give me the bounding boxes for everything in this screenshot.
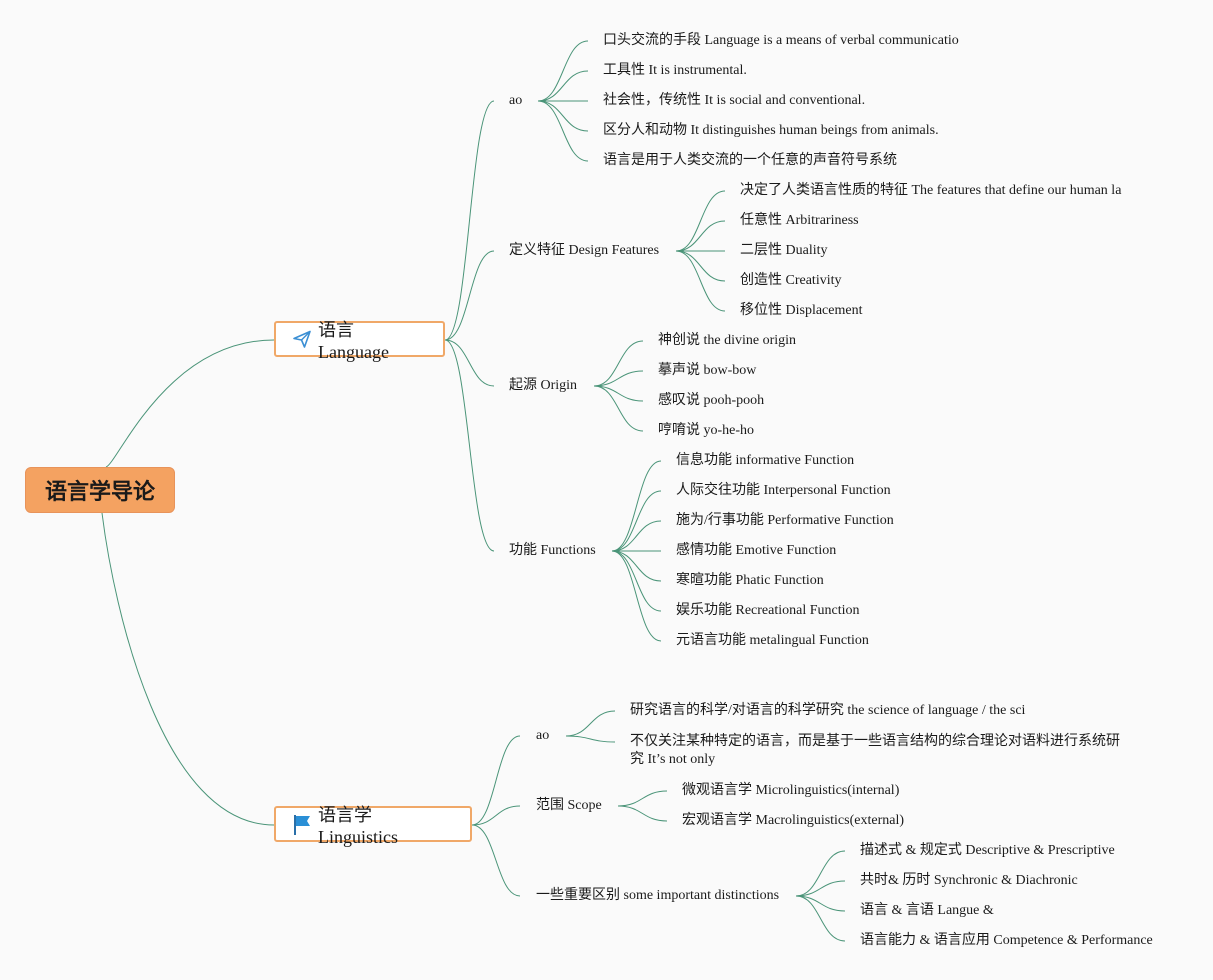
leaf-node[interactable]: 信息功能 informative Function — [676, 453, 855, 468]
root-connector-line — [105, 339, 275, 468]
branch-distinctions[interactable]: 一些重要区别 some important distinctions — [536, 888, 780, 903]
leaf-connector-line — [537, 70, 589, 102]
leaf-connector-line — [537, 40, 589, 102]
root-connector-line — [101, 512, 275, 826]
leaf-connector-line — [565, 735, 616, 743]
leaf-node[interactable]: 语言 & 言语 Langue & — [860, 903, 994, 918]
leaf-connector-line — [675, 250, 726, 282]
leaf-node[interactable]: 决定了人类语言性质的特征 The features that define ou… — [740, 183, 1122, 198]
leaf-node[interactable]: 研究语言的科学/对语言的科学研究 the science of language… — [630, 703, 1026, 718]
branch-connector-line — [444, 100, 495, 341]
leaf-connector-line — [675, 190, 726, 252]
leaf-connector-line — [795, 880, 846, 897]
leaf-connector-line — [611, 490, 662, 552]
leaf-node[interactable]: 语言是用于人类交流的一个任意的声音符号系统 — [603, 153, 897, 168]
leaf-node[interactable]: 摹声说 bow-bow — [658, 363, 757, 378]
leaf-connector-line — [675, 220, 726, 252]
leaf-node[interactable]: 工具性 It is instrumental. — [603, 63, 747, 78]
topic-language[interactable]: 语言 Language — [274, 320, 445, 362]
leaf-connector-line — [617, 805, 668, 822]
topic-label: 语言 Language — [318, 319, 389, 362]
branch-scope[interactable]: 范围 Scope — [536, 798, 602, 813]
leaf-connector-line — [593, 340, 644, 387]
leaf-node[interactable]: 哼唷说 yo-he-ho — [658, 423, 755, 438]
branch-connector-line — [471, 824, 521, 897]
leaf-connector-line — [593, 370, 644, 387]
leaf-connector-line — [617, 790, 668, 807]
branch-connector-line — [444, 339, 495, 552]
leaf-connector-line — [565, 710, 616, 737]
leaf-node[interactable]: 社会性，传统性 It is social and conventional. — [603, 93, 866, 108]
branch-connector-line — [471, 735, 521, 826]
leaf-node[interactable]: 人际交往功能 Interpersonal Function — [676, 483, 891, 498]
leaf-node[interactable]: 任意性 Arbitrariness — [740, 213, 859, 228]
leaf-node[interactable]: 不仅关注某种特定的语言，而是基于一些语言结构的综合理论对语料进行系统研究 It’… — [630, 734, 1120, 767]
leaf-connector-line — [795, 895, 846, 912]
leaf-connector-line — [611, 550, 662, 642]
leaf-node[interactable]: 语言能力 & 语言应用 Competence & Performance — [860, 933, 1153, 948]
leaf-node[interactable]: 描述式 & 规定式 Descriptive & Prescriptive — [860, 843, 1115, 858]
branch-design-features[interactable]: 定义特征 Design Features — [509, 243, 660, 258]
leaf-node[interactable]: 感情功能 Emotive Function — [676, 543, 837, 558]
leaf-connector-line — [593, 385, 644, 432]
leaf-connector-line — [611, 550, 662, 612]
leaf-node[interactable]: 共时& 历时 Synchronic & Diachronic — [860, 873, 1078, 888]
blue-flag-icon — [292, 814, 312, 835]
leaf-connector-line — [611, 550, 662, 582]
leaf-connector-line — [537, 100, 589, 162]
leaf-node[interactable]: 宏观语言学 Macrolinguistics(external) — [682, 813, 905, 828]
leaf-connector-line — [675, 250, 726, 312]
leaf-node[interactable]: 元语言功能 metalingual Function — [676, 633, 869, 648]
leaf-connector-line — [795, 895, 846, 942]
leaf-node[interactable]: 娱乐功能 Recreational Function — [676, 603, 860, 618]
leaf-node[interactable]: 施为/行事功能 Performative Function — [676, 513, 894, 528]
leaf-node[interactable]: 神创说 the divine origin — [658, 333, 797, 348]
leaf-node[interactable]: 口头交流的手段 Language is a means of verbal co… — [603, 33, 959, 48]
leaf-connector-line — [611, 520, 662, 552]
branch-linguistics-ao[interactable]: ao — [536, 728, 550, 743]
topic-label: 语言学 Linguistics — [318, 804, 398, 847]
leaf-node[interactable]: 移位性 Displacement — [740, 303, 863, 318]
paper-plane-icon — [292, 329, 312, 349]
leaf-node[interactable]: 寒暄功能 Phatic Function — [676, 573, 824, 588]
topic-linguistics[interactable]: 语言学 Linguistics — [274, 805, 472, 847]
branch-origin[interactable]: 起源 Origin — [509, 378, 578, 393]
leaf-node[interactable]: 微观语言学 Microlinguistics(internal) — [682, 783, 900, 798]
leaf-node[interactable]: 区分人和动物 It distinguishes human beings fro… — [603, 123, 939, 138]
branch-connector-line — [444, 339, 495, 387]
leaf-node[interactable]: 二层性 Duality — [740, 243, 828, 258]
leaf-connector-line — [611, 460, 662, 552]
leaf-node[interactable]: 创造性 Creativity — [740, 273, 842, 288]
branch-connector-line — [471, 805, 521, 826]
branch-connector-line — [444, 250, 495, 341]
leaf-connector-line — [537, 100, 589, 132]
leaf-connector-line — [593, 385, 644, 402]
root-node[interactable]: 语言学导论 — [25, 467, 175, 513]
branch-functions[interactable]: 功能 Functions — [509, 543, 596, 558]
branch-language-ao[interactable]: ao — [509, 93, 523, 108]
leaf-connector-line — [795, 850, 846, 897]
leaf-node[interactable]: 感叹说 pooh-pooh — [658, 393, 765, 408]
